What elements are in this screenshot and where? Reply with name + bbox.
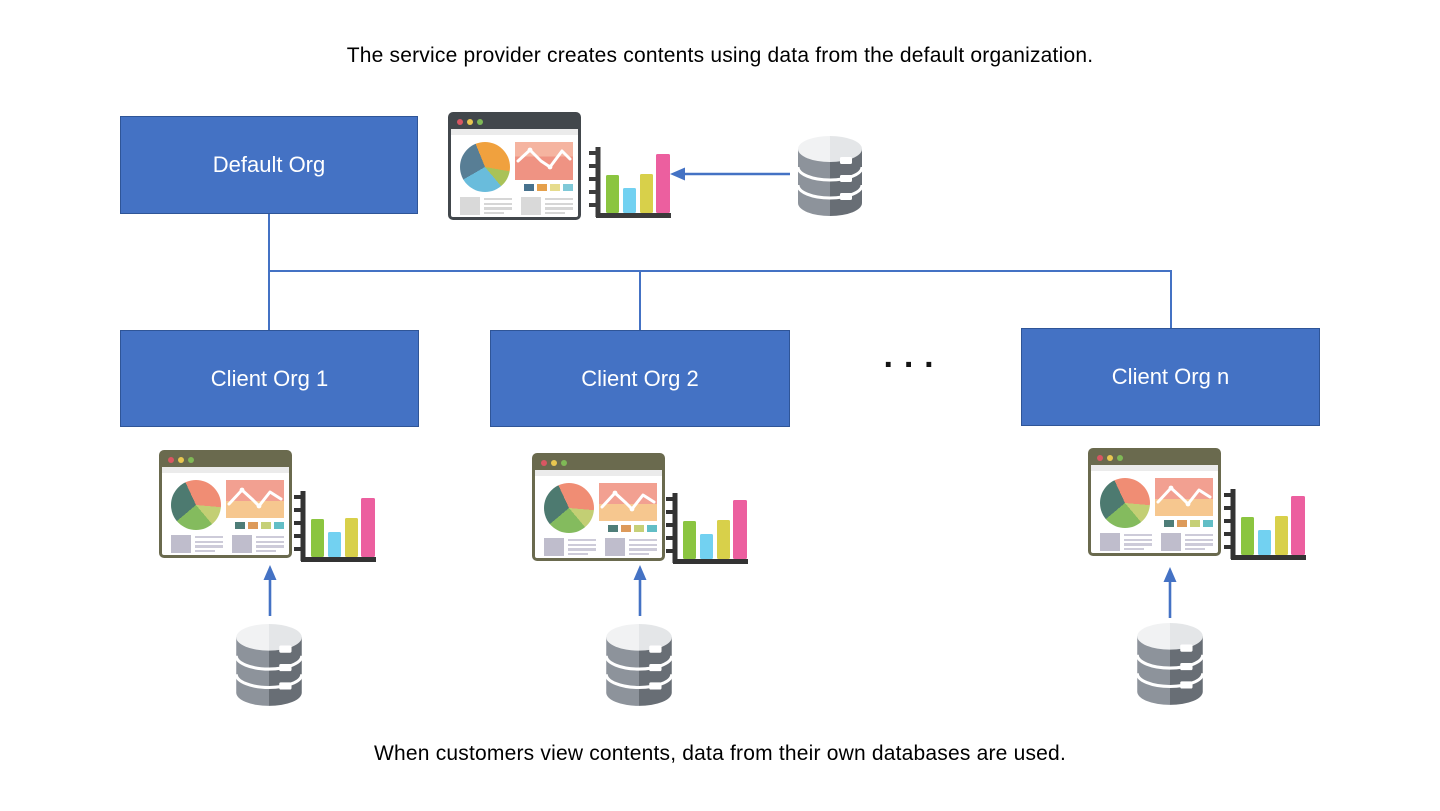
- provider-database-icon: [797, 136, 863, 216]
- content-placeholders: [544, 538, 657, 556]
- window-dot-red-icon: [541, 460, 547, 466]
- window-dot-yellow-icon: [551, 460, 557, 466]
- window-addressbar: [162, 467, 289, 473]
- up-arrow-icon: [263, 565, 277, 616]
- connector-drop-client-2: [639, 270, 641, 330]
- connector-horizontal: [268, 270, 1172, 272]
- provider-bar-chart-icon: [589, 147, 671, 218]
- window-addressbar: [451, 129, 578, 135]
- node-client-org-2-label: Client Org 2: [581, 365, 699, 391]
- pie-chart-icon: [544, 483, 594, 533]
- window-dot-yellow-icon: [178, 457, 184, 463]
- window-dot-yellow-icon: [1107, 455, 1113, 461]
- legend-swatches: [1155, 520, 1213, 527]
- connector-drop-client-1: [268, 270, 270, 330]
- legend-swatches: [515, 184, 573, 191]
- line-chart-icon: [1155, 478, 1213, 516]
- left-arrow-icon: [670, 167, 790, 181]
- client-n-dashboard-icon: [1088, 448, 1221, 556]
- legend-swatches: [226, 522, 284, 529]
- window-dot-green-icon: [477, 119, 483, 125]
- window-dot-green-icon: [1117, 455, 1123, 461]
- pie-chart-icon: [460, 142, 510, 192]
- bottom-caption: When customers view contents, data from …: [374, 742, 1066, 765]
- pie-chart-icon: [171, 480, 221, 530]
- connector-drop-client-n: [1170, 270, 1172, 328]
- pie-chart-icon: [1100, 478, 1150, 528]
- client-n-bar-chart-icon: [1224, 489, 1306, 560]
- client-2-bar-chart-icon: [666, 493, 748, 564]
- window-dot-red-icon: [168, 457, 174, 463]
- node-default-org: Default Org: [120, 116, 418, 214]
- client-1-dashboard-icon: [159, 450, 292, 558]
- content-placeholders: [1100, 533, 1213, 551]
- content-placeholders: [171, 535, 284, 553]
- legend-swatches: [599, 525, 657, 532]
- more-orgs-ellipsis: ···: [883, 346, 945, 384]
- line-chart-icon: [599, 483, 657, 521]
- window-dot-yellow-icon: [467, 119, 473, 125]
- node-client-org-n: Client Org n: [1021, 328, 1320, 426]
- up-arrow-icon: [633, 565, 647, 616]
- node-client-org-2: Client Org 2: [490, 330, 790, 427]
- connector-default-down: [268, 214, 270, 272]
- window-titlebar: [162, 453, 289, 467]
- window-titlebar: [535, 456, 662, 470]
- window-dot-red-icon: [457, 119, 463, 125]
- client-2-database-icon: [605, 624, 673, 706]
- window-addressbar: [535, 470, 662, 476]
- up-arrow-icon: [1163, 567, 1177, 618]
- line-chart-icon: [226, 480, 284, 518]
- top-caption: The service provider creates contents us…: [346, 44, 1094, 67]
- window-dot-green-icon: [188, 457, 194, 463]
- client-1-database-icon: [235, 624, 303, 706]
- window-dot-red-icon: [1097, 455, 1103, 461]
- node-client-org-1: Client Org 1: [120, 330, 419, 427]
- client-2-dashboard-icon: [532, 453, 665, 561]
- node-default-org-label: Default Org: [212, 152, 326, 177]
- window-dot-green-icon: [561, 460, 567, 466]
- content-placeholders: [460, 197, 573, 215]
- provider-dashboard-icon: [448, 112, 581, 220]
- window-titlebar: [451, 115, 578, 129]
- client-1-bar-chart-icon: [294, 491, 376, 562]
- window-titlebar: [1091, 451, 1218, 465]
- window-addressbar: [1091, 465, 1218, 471]
- node-client-org-1-label: Client Org 1: [210, 365, 329, 391]
- client-n-database-icon: [1136, 623, 1204, 705]
- line-chart-icon: [515, 142, 573, 180]
- node-client-org-n-label: Client Org n: [1111, 364, 1230, 389]
